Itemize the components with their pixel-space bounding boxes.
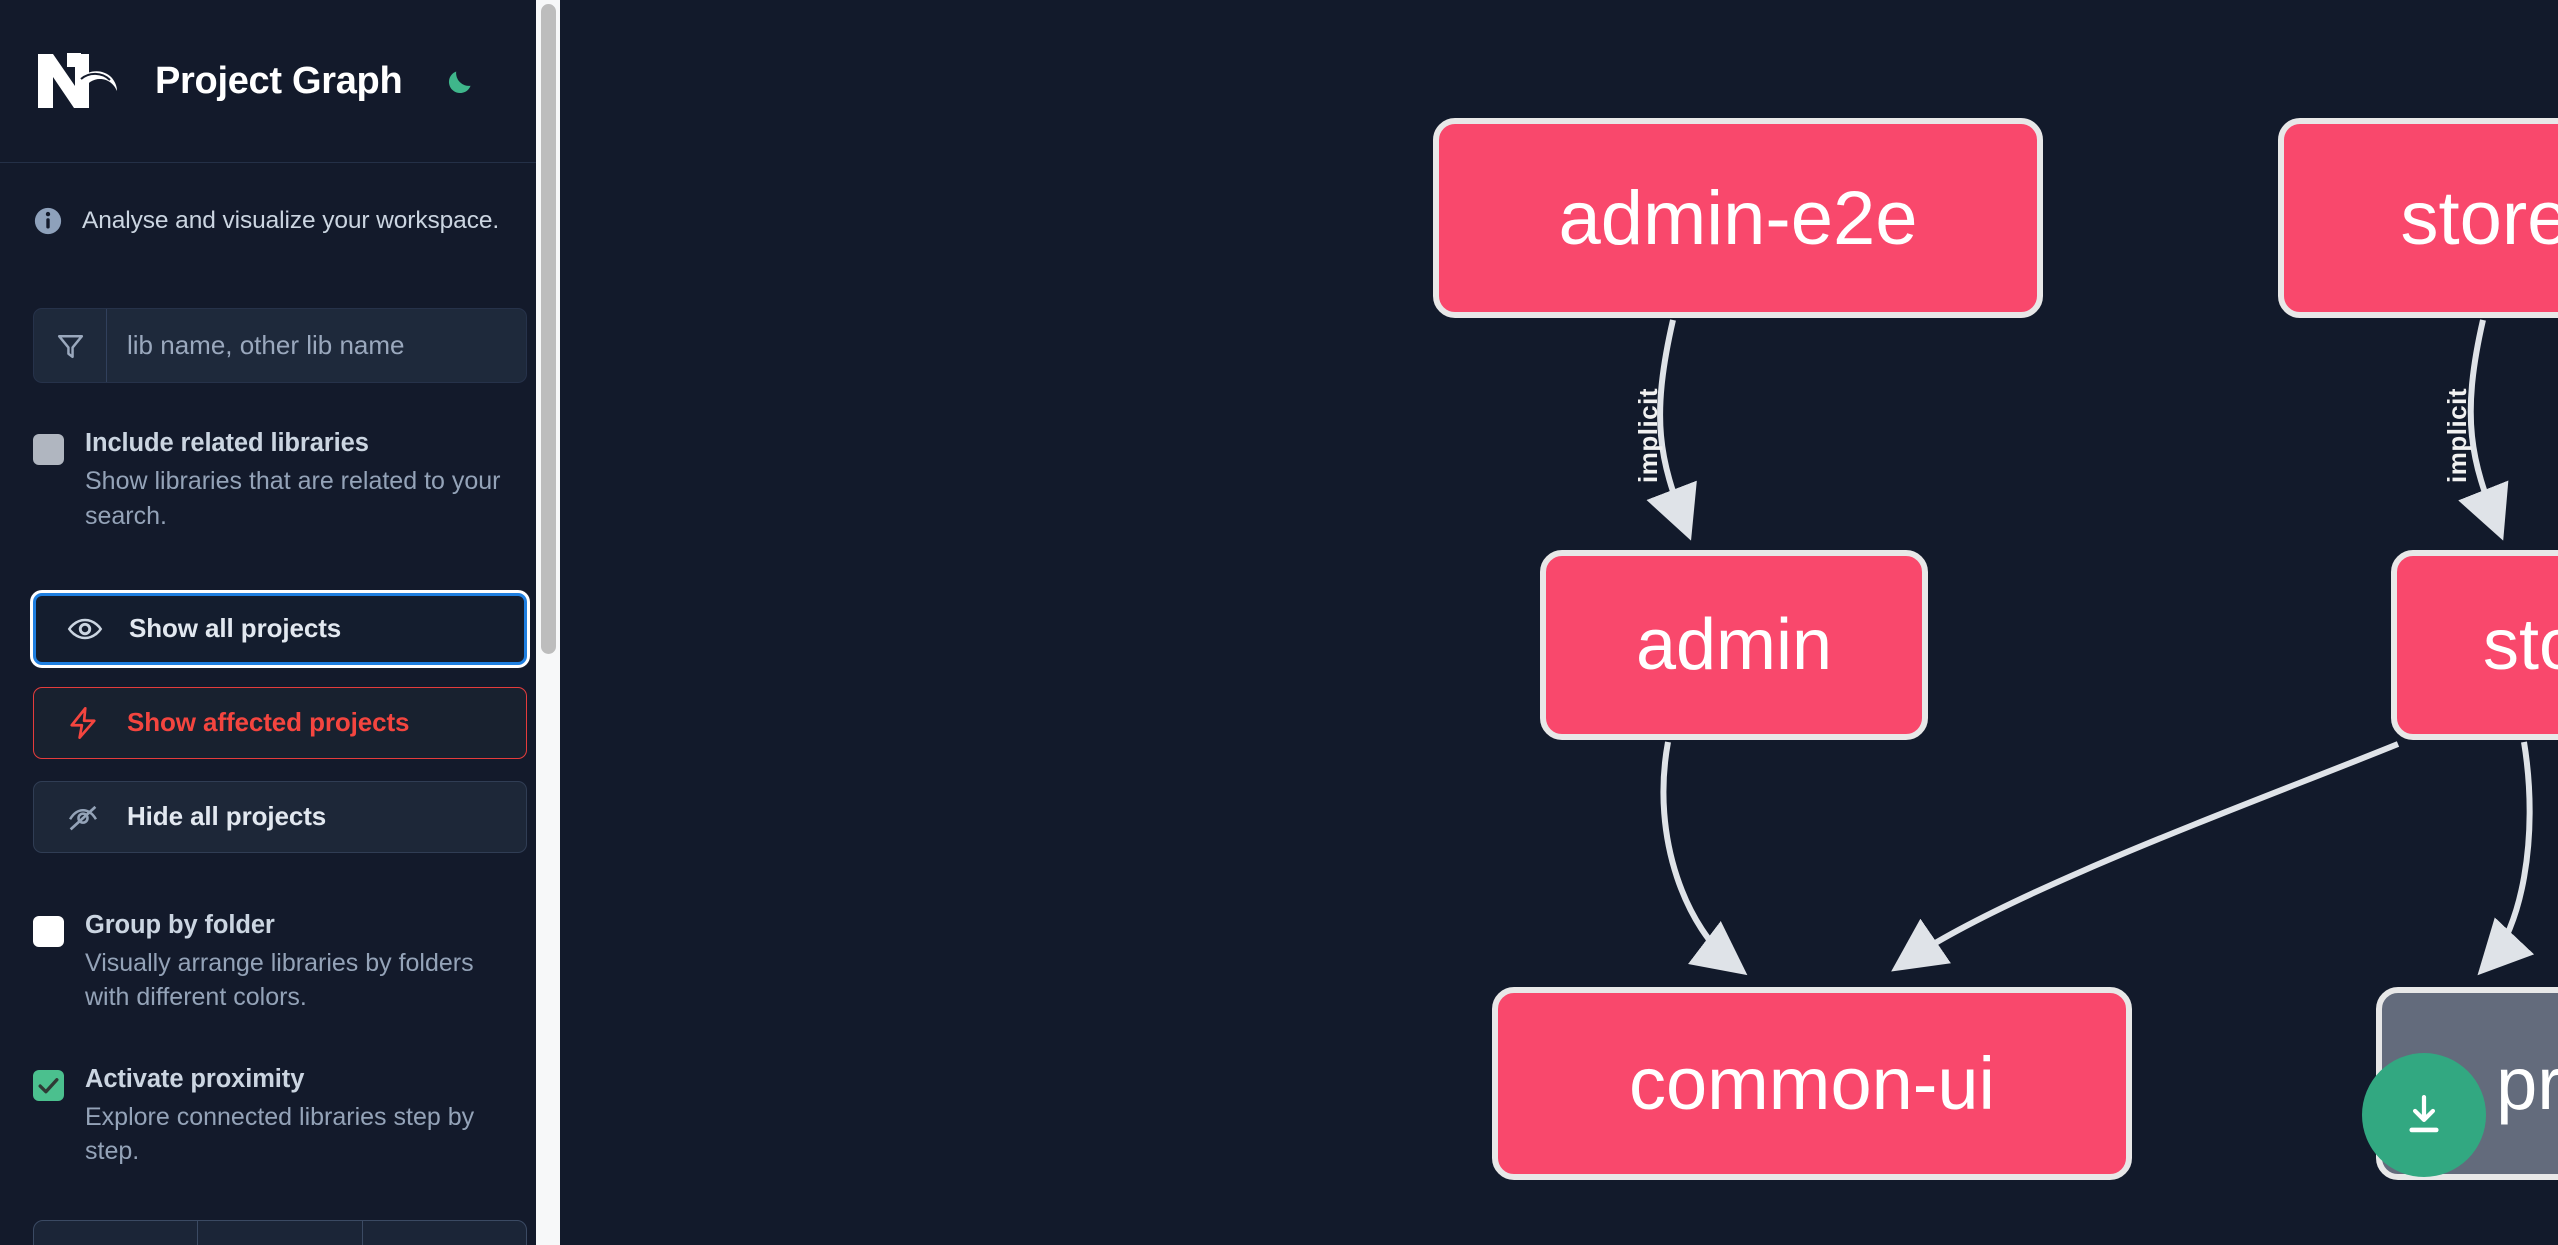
node-label: common-ui <box>1629 1042 1995 1125</box>
graph-node-store[interactable]: store <box>2391 550 2558 740</box>
tagline: Analyse and visualize your workspace. <box>33 206 527 236</box>
segmented-option-1[interactable] <box>34 1221 199 1245</box>
edge-admin-to-common-ui <box>1660 741 1748 976</box>
show-all-projects-button[interactable]: Show all projects <box>33 592 527 665</box>
segmented-option-2[interactable] <box>198 1221 363 1245</box>
download-image-button[interactable] <box>2362 1053 2486 1177</box>
checkbox-description: Visually arrange libraries by folders wi… <box>85 949 474 1012</box>
checkbox-group-by-folder[interactable]: Group by folder Visually arrange librari… <box>33 911 527 1015</box>
node-label: admin <box>1635 605 1833 685</box>
segmented-option-3[interactable] <box>363 1221 526 1245</box>
button-label: Show affected projects <box>127 707 410 738</box>
sidebar-scrollbar[interactable] <box>536 0 560 1245</box>
info-icon <box>33 206 63 236</box>
show-affected-projects-button[interactable]: Show affected projects <box>33 686 527 759</box>
eye-off-icon <box>64 798 102 836</box>
graph-edges <box>1646 319 2535 976</box>
edge-paths <box>1646 319 2535 976</box>
node-label: store <box>2482 605 2558 685</box>
graph-node-common-ui[interactable]: common-ui <box>1492 987 2132 1180</box>
nx-logo-icon <box>34 50 124 112</box>
checkbox-label: Group by folder <box>85 910 275 939</box>
checkbox-label: Activate proximity <box>85 1064 305 1093</box>
button-label: Hide all projects <box>127 801 327 832</box>
activate-proximity-checkbox[interactable] <box>33 1069 64 1101</box>
group-by-folder-checkbox[interactable] <box>33 915 64 947</box>
edge-store-to-common-ui <box>1891 741 2400 972</box>
include-related-libraries-checkbox[interactable] <box>33 434 64 465</box>
sidebar: Project Graph Analyse and visualize your… <box>0 0 560 1245</box>
sidebar-scrollbar-thumb[interactable] <box>541 4 556 654</box>
search-input[interactable] <box>107 309 526 382</box>
checkbox-include-related-libraries[interactable]: Include related libraries Show libraries… <box>33 429 527 533</box>
filter-row <box>33 308 527 383</box>
moon-icon[interactable] <box>438 58 484 104</box>
page-title: Project Graph <box>155 59 403 102</box>
lightning-icon <box>64 704 102 742</box>
checkbox-description: Show libraries that are related to your … <box>85 467 501 530</box>
hide-all-projects-button[interactable]: Hide all projects <box>33 780 527 853</box>
display-options: Group by folder Visually arrange librari… <box>33 911 527 1169</box>
download-icon <box>2409 1095 2439 1133</box>
graph-canvas[interactable]: admin-e2e store-e2e admin store common-u… <box>560 0 2558 1245</box>
edge-store-to-products <box>2477 741 2535 976</box>
edge-store-e2e-to-store <box>2458 319 2509 541</box>
checkbox-label: Include related libraries <box>85 429 369 457</box>
projects-button-group: Show all projects Show affected projects <box>33 592 527 853</box>
node-label: admin-e2e <box>1558 175 1918 261</box>
node-label: store-e2e <box>2400 175 2558 261</box>
button-label: Show all projects <box>129 613 342 644</box>
sidebar-body: Analyse and visualize your workspace. In… <box>0 206 560 1245</box>
filter-icon <box>34 309 107 382</box>
checkbox-description: Explore connected libraries step by step… <box>85 1102 475 1166</box>
segmented-control[interactable] <box>33 1220 527 1245</box>
check-icon <box>38 1077 59 1094</box>
node-label: products <box>2496 1042 2558 1125</box>
checkbox-activate-proximity[interactable]: Activate proximity Explore connected lib… <box>33 1065 527 1169</box>
eye-icon <box>66 610 104 648</box>
graph-node-store-e2e[interactable]: store-e2e <box>2278 118 2558 318</box>
edge-admin-e2e-to-admin <box>1646 319 1697 541</box>
graph-node-admin[interactable]: admin <box>1540 550 1928 740</box>
graph-node-admin-e2e[interactable]: admin-e2e <box>1433 118 2043 318</box>
tagline-text: Analyse and visualize your workspace. <box>82 207 500 234</box>
sidebar-header: Project Graph <box>0 0 560 163</box>
